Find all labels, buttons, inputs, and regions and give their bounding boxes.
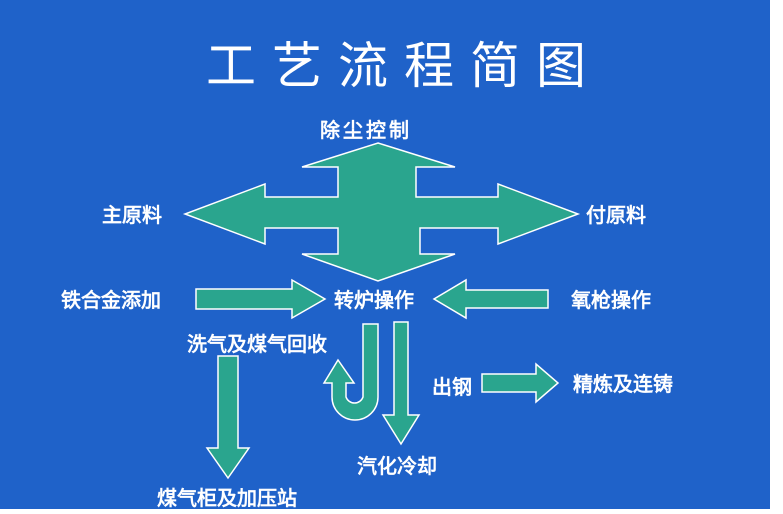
- tapping-arrow: [481, 362, 560, 404]
- gas-recovery-label: 洗气及煤气回收: [187, 332, 327, 356]
- refining-label: 精炼及连铸: [573, 372, 673, 396]
- aux-material-label: 付原料: [586, 203, 646, 227]
- slide-edge: [770, 0, 783, 514]
- main-material-label: 主原料: [102, 203, 162, 227]
- ferroalloy-arrow: [195, 278, 327, 320]
- gas-holder-arrow: [205, 355, 251, 480]
- tapping-label: 出钢: [432, 375, 472, 399]
- dust-control-label: 除尘控制: [320, 118, 412, 142]
- diagram-title: 工艺流程简图: [206, 37, 602, 95]
- ferroalloy-label: 铁合金添加: [61, 288, 161, 312]
- gas-holder-label: 煤气柜及加压站: [157, 486, 297, 510]
- bottom-rule: [0, 509, 770, 514]
- four-way-arrow: [182, 142, 581, 282]
- converter-label: 转炉操作: [334, 288, 414, 312]
- oxygen-lance-label: 氧枪操作: [571, 288, 651, 312]
- u-turn-arrow: [322, 323, 379, 421]
- oxygen-lance-arrow: [432, 278, 549, 320]
- steam-cooling-arrow: [381, 321, 421, 446]
- steam-cooling-label: 汽化冷却: [357, 454, 437, 478]
